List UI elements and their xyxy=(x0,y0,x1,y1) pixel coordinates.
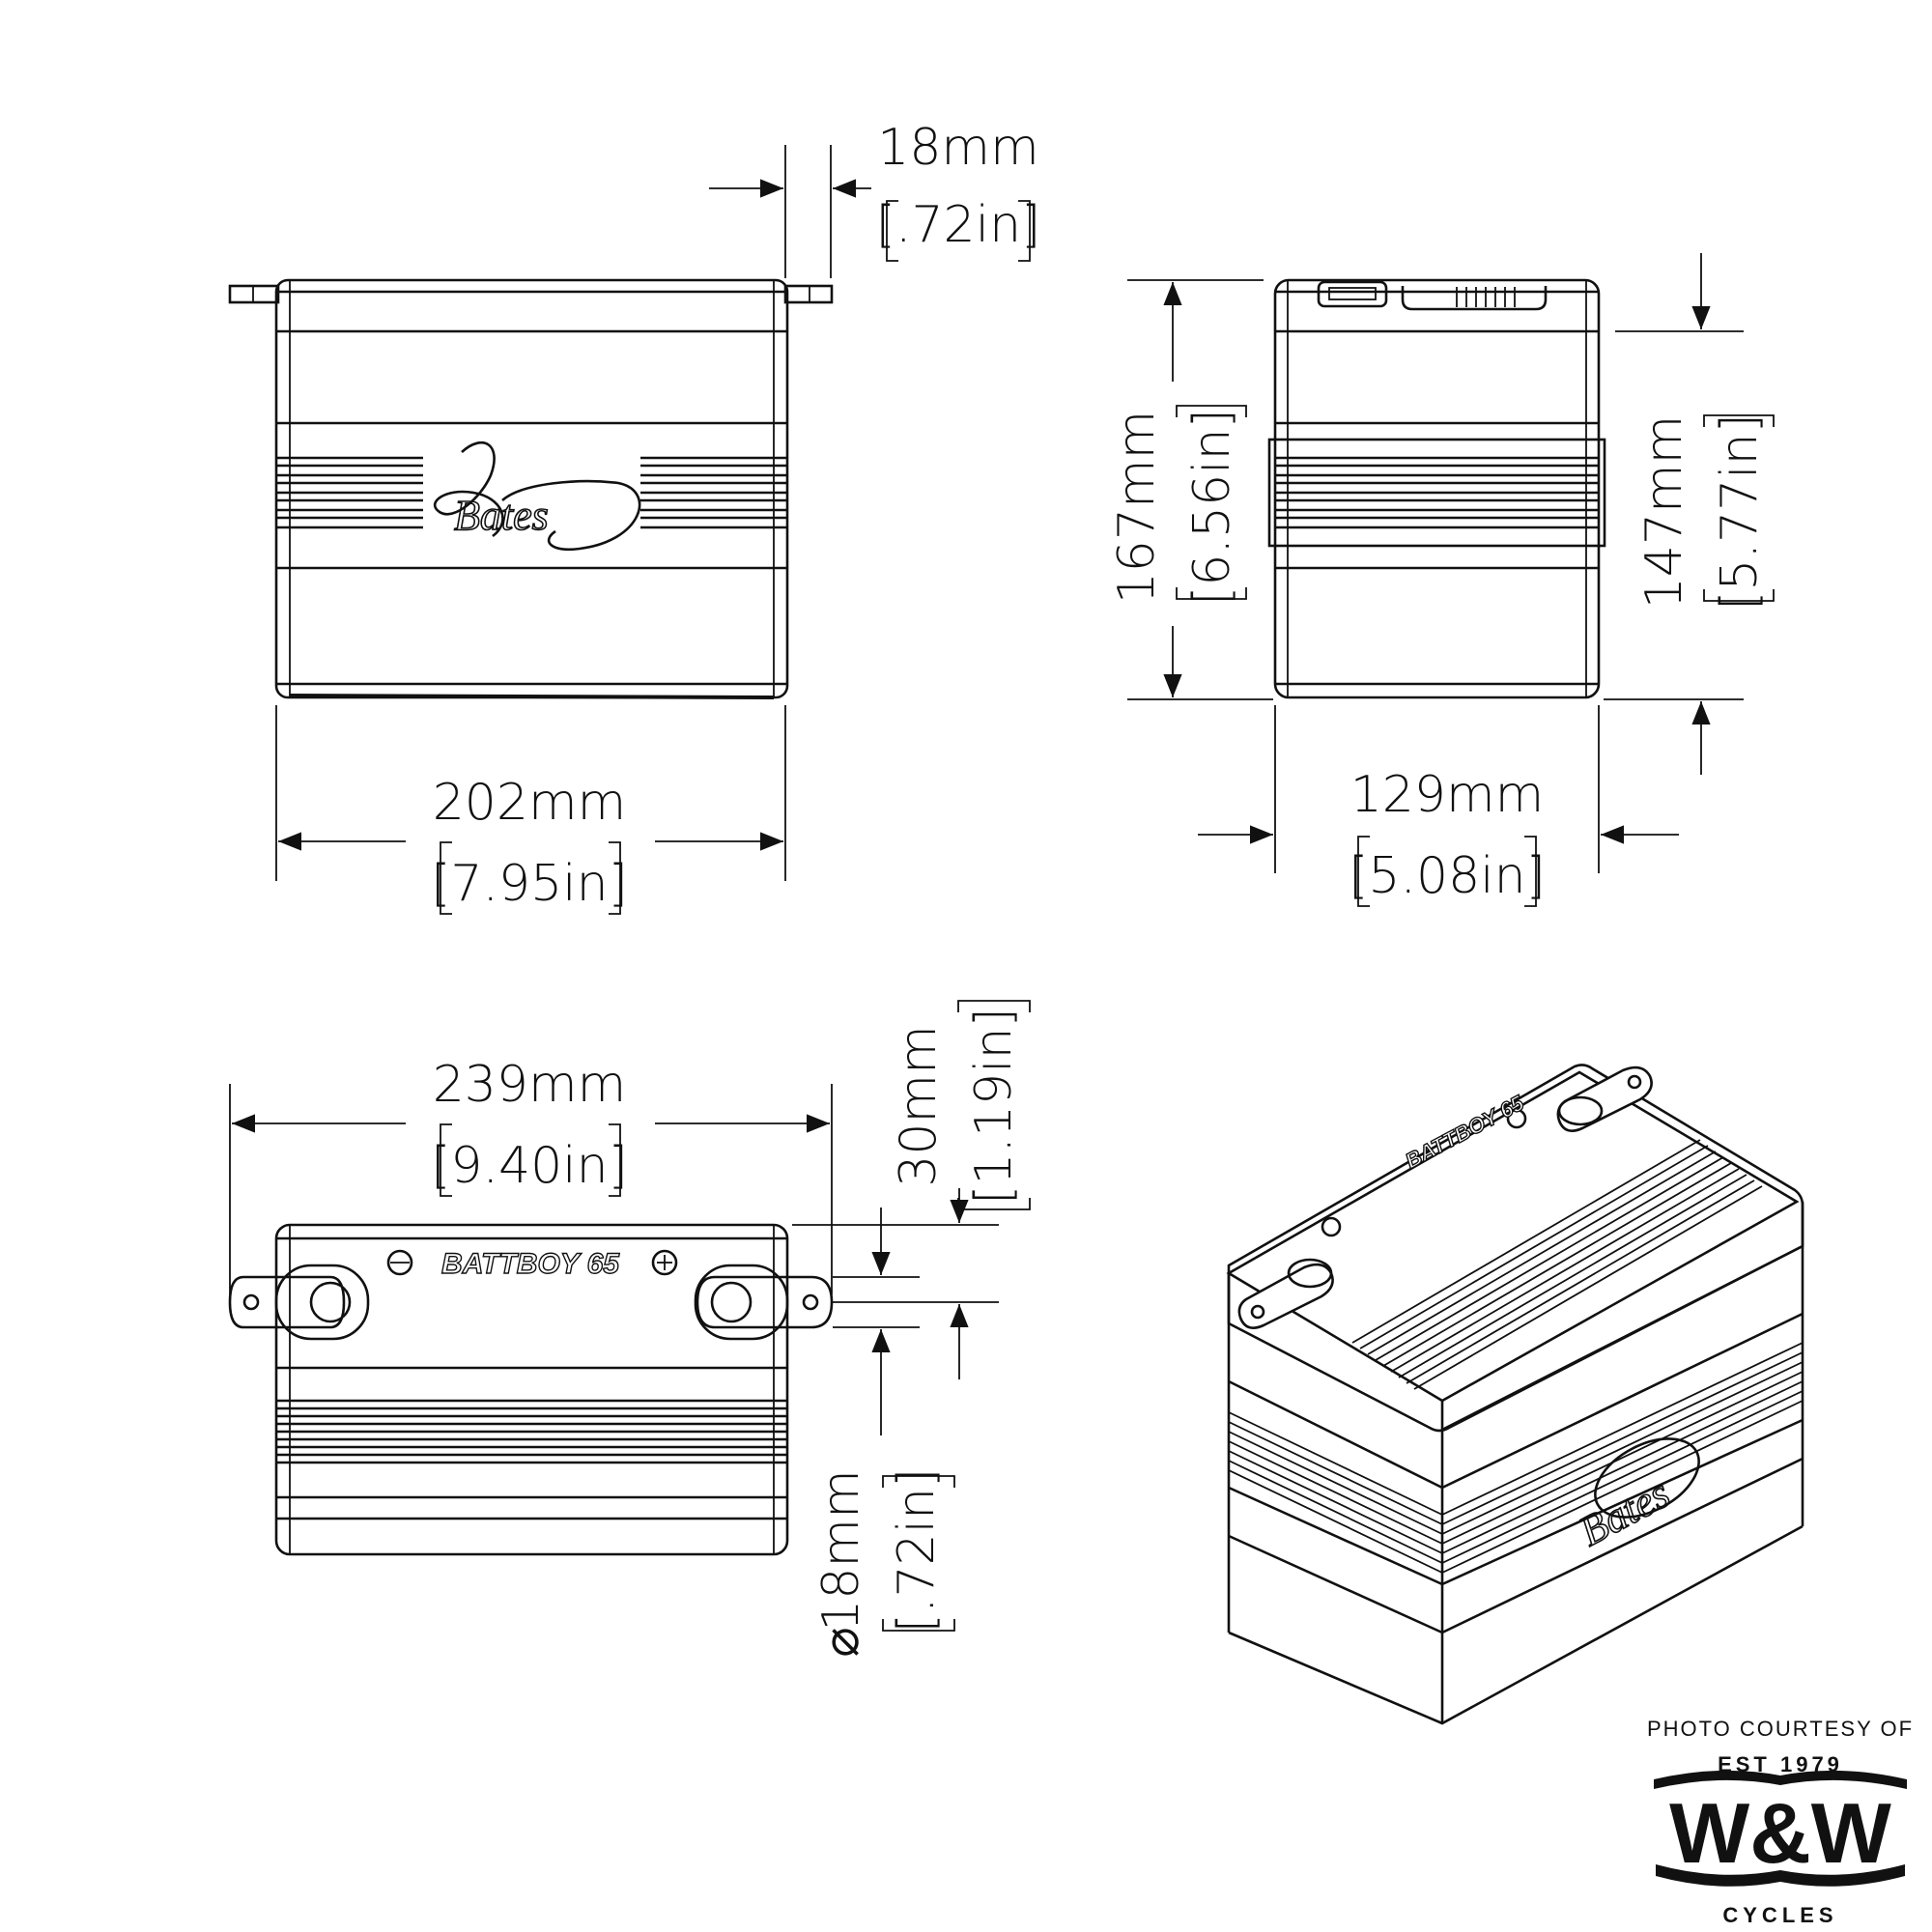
bates-logo: Bates xyxy=(433,441,641,552)
isometric-view: Bates BATTBOY 65 xyxy=(1226,1064,1804,1725)
side-view: 167mm [6.56in] 147mm [5.77in] 129mm [5.0… xyxy=(1108,253,1775,907)
svg-text:[5.77in]: [5.77in] xyxy=(1711,413,1769,611)
front-view: Bates 18mm [.72in] 202mm [7.95in] xyxy=(228,119,1040,915)
dimension-overall-height: 167mm [6.56in] xyxy=(1108,279,1273,700)
iso-side-ribs xyxy=(1228,1342,1804,1574)
svg-text:[.72in]: [.72in] xyxy=(888,1468,946,1634)
svg-text:202mm: 202mm xyxy=(433,774,627,832)
dimension-overall-length: 239mm [9.40in] xyxy=(229,1056,833,1294)
svg-text:[.72in]: [.72in] xyxy=(876,196,1041,254)
credit-sub: CYCLES xyxy=(1722,1903,1837,1927)
top-view: BATTBOY 65 239mm [9.40in] xyxy=(228,1000,1031,1658)
dimension-tab-width: 30mm [1.19in] xyxy=(792,1000,1031,1379)
logo-top-banner xyxy=(1654,1770,1907,1789)
svg-text:[9.40in]: [9.40in] xyxy=(431,1137,628,1195)
credit-line: PHOTO COURTESY OF xyxy=(1647,1717,1914,1741)
svg-text:[6.56in]: [6.56in] xyxy=(1183,409,1241,606)
svg-text:167mm: 167mm xyxy=(1108,411,1166,605)
dimension-tab-offset: 18mm [.72in] xyxy=(709,119,1040,278)
dimension-terminal-diameter: 18mm ⌀ [.72in] xyxy=(812,1208,955,1658)
svg-text:129mm: 129mm xyxy=(1350,766,1545,824)
svg-text:18mm: 18mm xyxy=(812,1469,870,1631)
svg-text:Bates: Bates xyxy=(454,492,549,539)
svg-text:30mm: 30mm xyxy=(890,1025,948,1186)
svg-text:147mm: 147mm xyxy=(1635,415,1693,610)
dimension-body-height: 147mm [5.77in] xyxy=(1604,253,1775,775)
svg-text:Bates: Bates xyxy=(1572,1469,1677,1555)
svg-text:[7.95in]: [7.95in] xyxy=(431,855,628,913)
logo-bottom-banner xyxy=(1656,1864,1905,1887)
svg-text:239mm: 239mm xyxy=(433,1056,627,1114)
model-label: BATTBOY 65 xyxy=(441,1248,620,1280)
dimension-depth: 129mm [5.08in] xyxy=(1198,705,1679,907)
rib-band-side xyxy=(1275,456,1599,529)
dimension-width: 202mm [7.95in] xyxy=(275,705,786,915)
credit-logo: PHOTO COURTESY OF EST 1979 W&W CYCLES xyxy=(1647,1717,1914,1927)
svg-text:⌀: ⌀ xyxy=(812,1627,870,1657)
iso-lid-ribs xyxy=(1351,1139,1763,1390)
rib-band-top xyxy=(276,1399,787,1464)
svg-text:18mm: 18mm xyxy=(877,119,1038,177)
svg-text:[5.08in]: [5.08in] xyxy=(1349,847,1546,905)
credit-logo-text: W&W xyxy=(1669,1785,1891,1881)
svg-text:[1.19in]: [1.19in] xyxy=(965,1008,1023,1205)
